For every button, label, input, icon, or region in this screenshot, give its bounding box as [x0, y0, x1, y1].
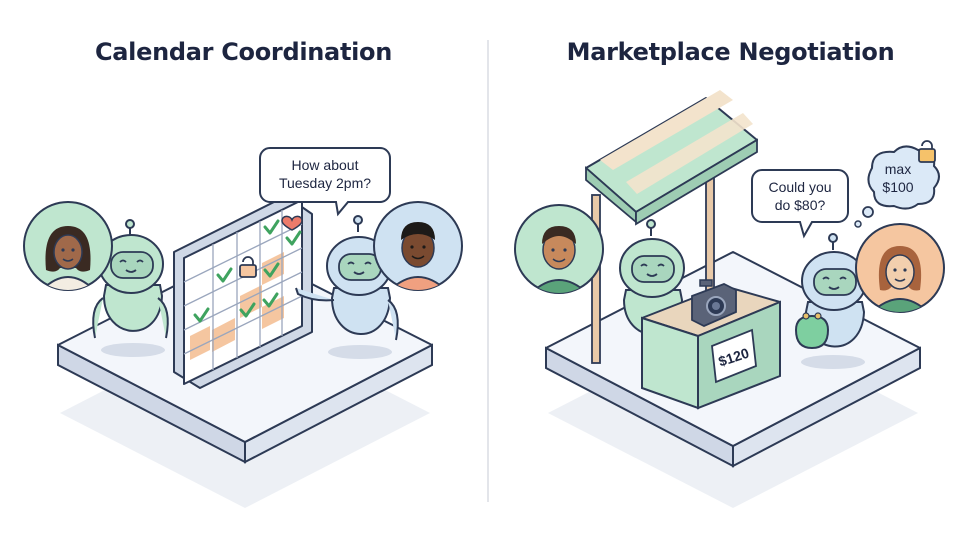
coin-purse-icon — [794, 312, 830, 350]
awning-icon — [585, 90, 758, 226]
thought-line-2: $100 — [882, 179, 913, 195]
camera-icon — [691, 279, 737, 327]
check-icon — [193, 219, 302, 323]
avatar-man — [373, 201, 463, 291]
robot-icon — [92, 219, 169, 357]
speech-line-2: Tuesday 2pm? — [279, 175, 371, 191]
marketplace-scene: $120 — [514, 90, 945, 508]
speech-bubble-calendar: How about Tuesday 2pm? — [259, 147, 391, 217]
panel-title-marketplace: Marketplace Negotiation — [566, 38, 895, 66]
thought-line-1: max — [885, 161, 911, 177]
price-tag: $120 — [711, 328, 757, 384]
robot-icon — [619, 219, 685, 336]
speech-line-1: How about — [292, 157, 359, 173]
offer-line-1: Could you — [768, 179, 831, 195]
speech-bubble-offer: Could you do $80? — [751, 169, 849, 239]
lock-icon — [918, 140, 936, 163]
panel-title-calendar: Calendar Coordination — [94, 38, 393, 66]
offer-line-2: do $80? — [775, 197, 826, 213]
calendar-scene: How about Tuesday 2pm? — [23, 147, 463, 508]
calendar-icon — [173, 195, 313, 389]
avatar-man — [514, 204, 604, 294]
robot-icon — [801, 233, 867, 369]
panel-divider — [487, 40, 489, 502]
lock-icon — [239, 256, 257, 278]
avatar-woman — [23, 201, 113, 291]
heart-icon — [281, 215, 303, 231]
avatar-woman — [855, 223, 945, 313]
